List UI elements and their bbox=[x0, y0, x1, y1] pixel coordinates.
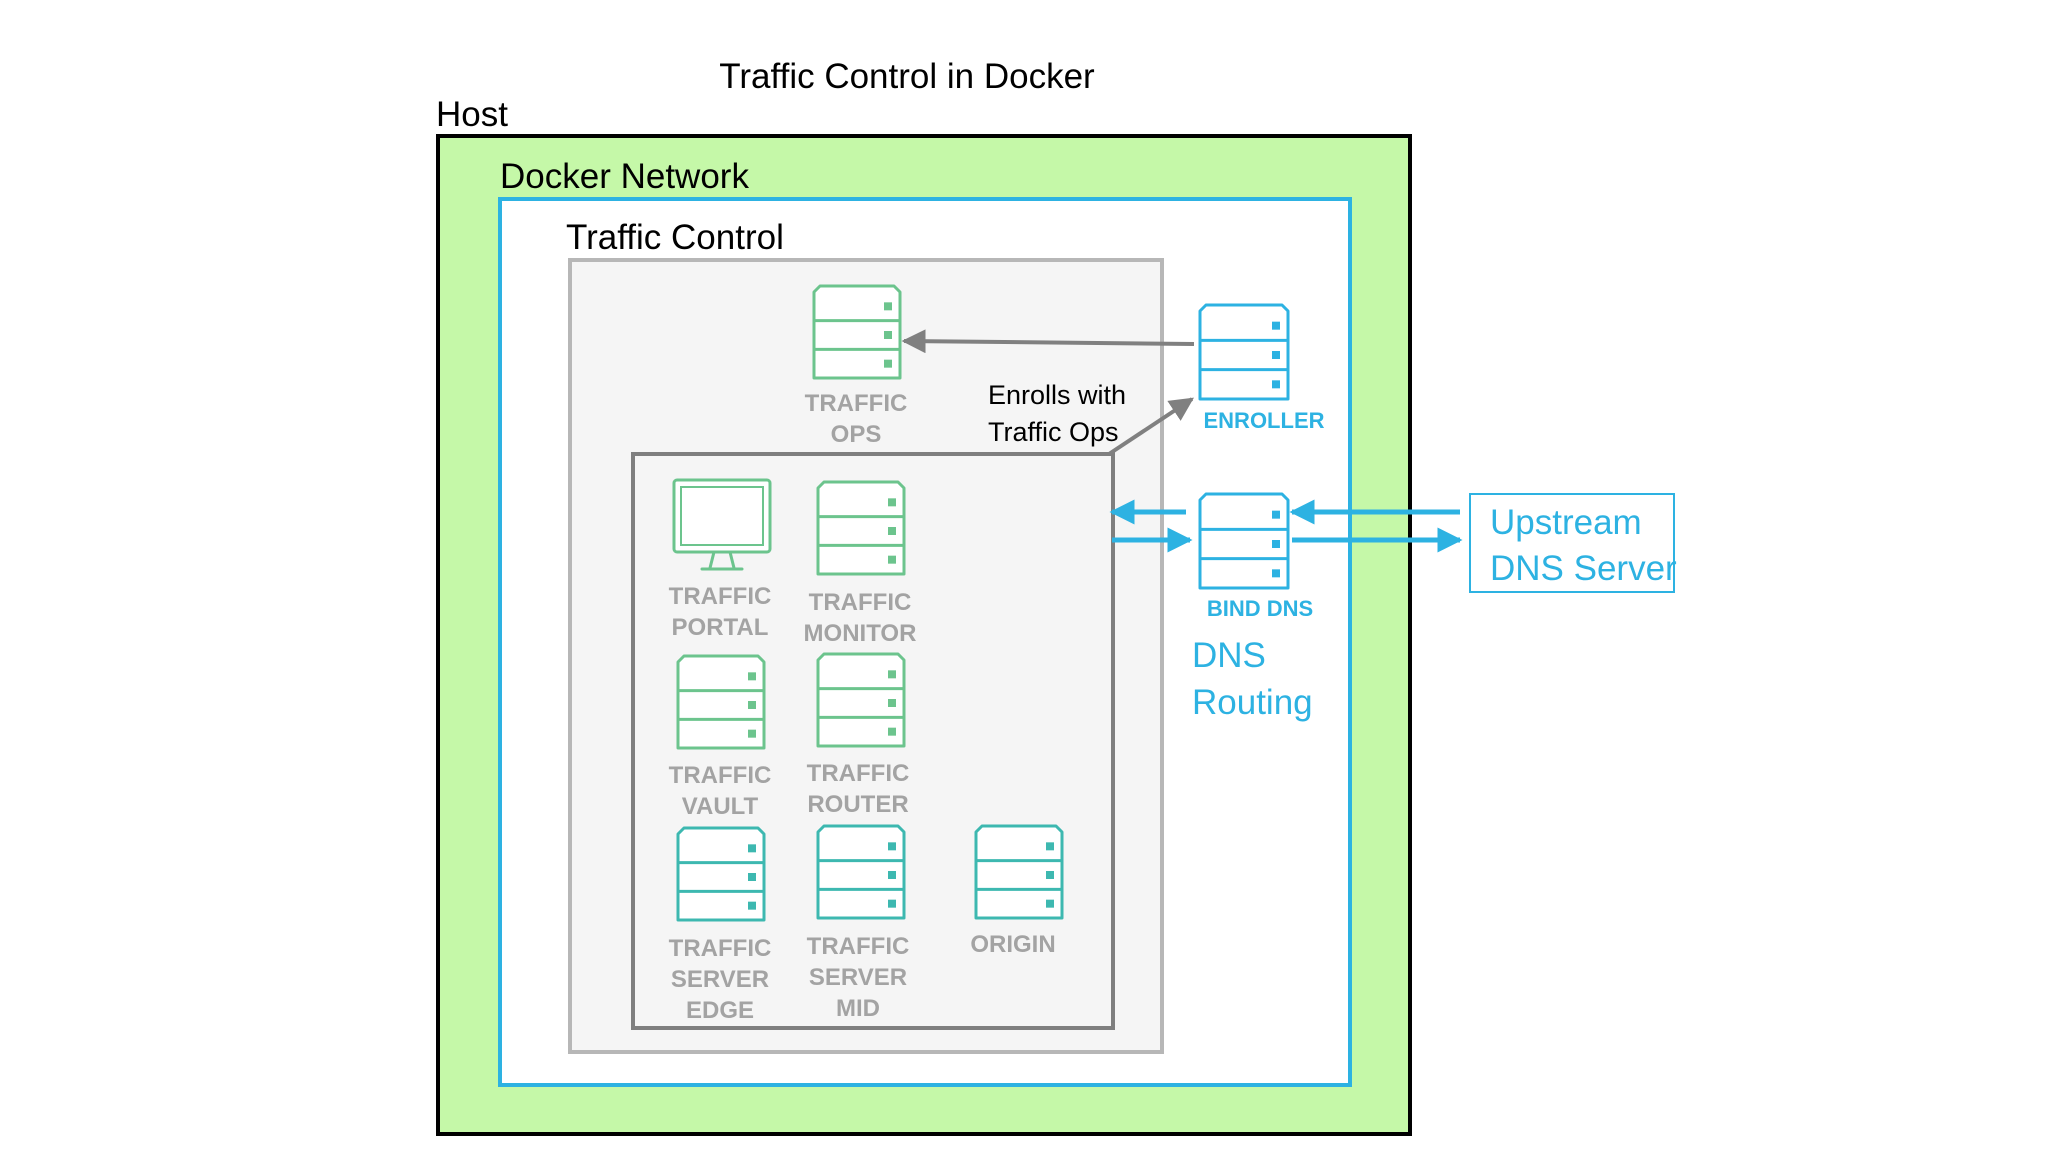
traffic-server-mid-icon bbox=[816, 824, 906, 920]
upstream-dns-box bbox=[1469, 493, 1675, 593]
group-to-enroller-arrow bbox=[1107, 397, 1195, 456]
origin-caption: ORIGIN bbox=[970, 931, 1055, 958]
traffic-server-edge-icon bbox=[676, 826, 766, 922]
icon-layer bbox=[672, 284, 1290, 922]
enroller-server-icon bbox=[1198, 303, 1290, 401]
bind-dns-caption: BIND DNS bbox=[1207, 596, 1313, 621]
host-label: Host bbox=[436, 95, 508, 134]
origin-server-icon bbox=[974, 824, 1064, 920]
bind-dns-server-icon bbox=[1198, 492, 1290, 590]
traffic-router-server-icon bbox=[816, 652, 906, 748]
traffic-portal-monitor-icon bbox=[672, 478, 772, 571]
traffic-ops-server-icon bbox=[812, 284, 902, 380]
diagram-title: Traffic Control in Docker bbox=[719, 57, 1095, 96]
enroller-to-traffic-ops-arrow bbox=[901, 329, 1195, 354]
docker-network-label: Docker Network bbox=[500, 157, 749, 196]
traffic-vault-server-icon bbox=[676, 654, 766, 750]
traffic-monitor-server-icon bbox=[816, 480, 906, 576]
traffic-control-label: Traffic Control bbox=[566, 218, 784, 257]
enroller-caption: ENROLLER bbox=[1204, 408, 1325, 433]
